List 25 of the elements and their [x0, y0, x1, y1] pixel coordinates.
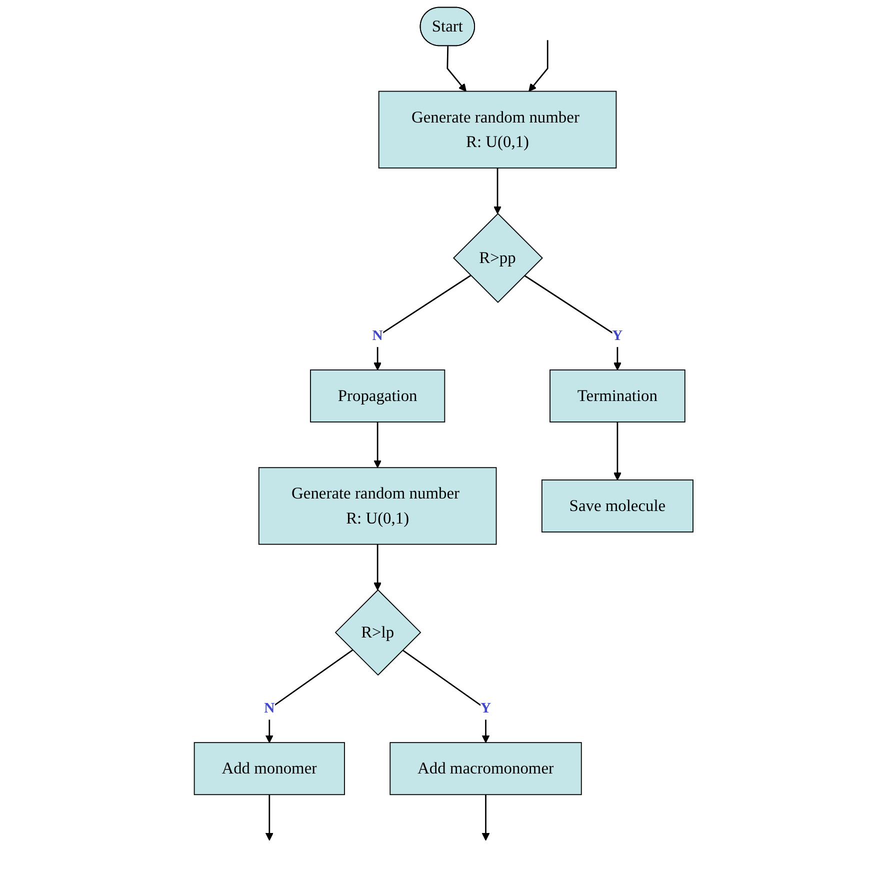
edge-label: N [372, 328, 384, 344]
arrow [266, 794, 274, 841]
node-box: Generate random number R: U(0,1) [378, 90, 617, 168]
arrow [524, 274, 622, 370]
arrow [374, 274, 472, 370]
node-box: Add macromonomer [390, 742, 582, 796]
arrow [374, 544, 382, 590]
node-box: Propagation [310, 369, 446, 422]
edge-label: Y [480, 700, 492, 716]
arrow [528, 40, 549, 92]
arrow [402, 650, 490, 743]
arrow [266, 650, 354, 743]
arrow [482, 794, 490, 841]
node-box: Generate random number R: U(0,1) [258, 467, 498, 545]
node-box: Add monomer [194, 742, 346, 796]
arrow [447, 46, 467, 92]
arrow [494, 168, 502, 214]
edge-label: N [264, 700, 276, 716]
node-diamond: R>lp [335, 589, 422, 676]
arrow [614, 422, 622, 480]
node-box: Termination [550, 369, 686, 422]
node-diamond: R>pp [453, 213, 544, 304]
edge-label: Y [612, 328, 624, 344]
node-box: Save molecule [542, 480, 694, 532]
arrow [374, 422, 382, 468]
